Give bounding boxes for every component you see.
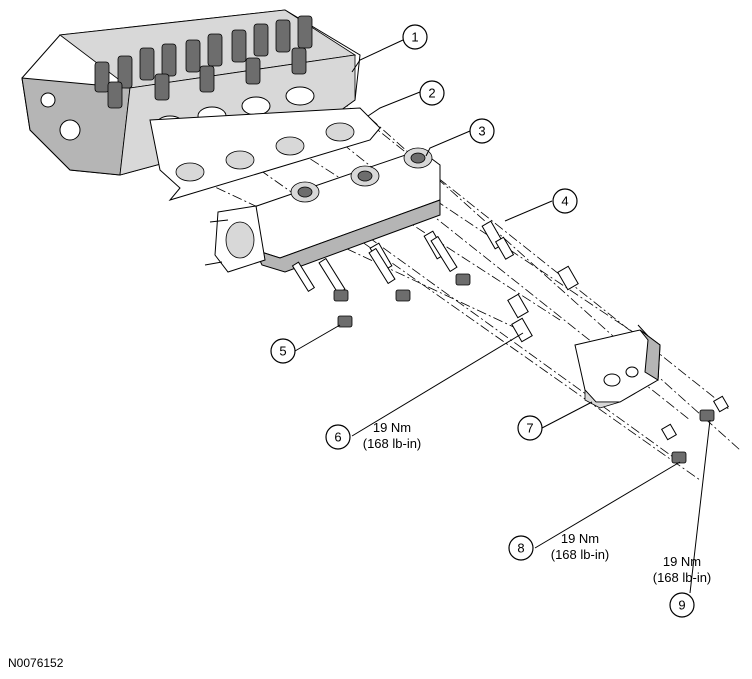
callout-6-number: 6 xyxy=(334,430,341,445)
torque-8-value: 19 Nm xyxy=(561,531,599,546)
torque-9-value: 19 Nm xyxy=(663,554,701,569)
callout-5: 5 xyxy=(270,338,296,364)
figure-id: N0076152 xyxy=(8,656,64,670)
torque-9-imperial: (168 lb-in) xyxy=(653,570,712,585)
leader-lines xyxy=(294,39,711,594)
callout-7: 7 xyxy=(517,415,543,441)
callout-9: 9 xyxy=(669,592,695,618)
spacers xyxy=(507,265,579,343)
callout-2-number: 2 xyxy=(428,86,435,101)
torque-spec-6: 19 Nm (168 lb-in) xyxy=(363,420,422,451)
callout-7-number: 7 xyxy=(526,421,533,436)
callout-8: 8 xyxy=(508,535,534,561)
callout-3: 3 xyxy=(469,118,495,144)
callout-1-number: 1 xyxy=(411,30,418,45)
torque-spec-8: 19 Nm (168 lb-in) xyxy=(551,531,610,562)
callout-8-number: 8 xyxy=(517,541,524,556)
callout-9-number: 9 xyxy=(678,598,685,613)
callout-5-number: 5 xyxy=(279,344,286,359)
heat-shield-bolts xyxy=(660,395,730,464)
torque-6-imperial: (168 lb-in) xyxy=(363,436,422,451)
callout-2: 2 xyxy=(419,80,445,106)
torque-spec-9: 19 Nm (168 lb-in) xyxy=(653,554,712,585)
callout-4-number: 4 xyxy=(561,194,568,209)
exhaust-manifold-gasket xyxy=(149,107,381,201)
torque-6-value: 19 Nm xyxy=(373,420,411,435)
callout-3-number: 3 xyxy=(478,124,485,139)
valve-springs xyxy=(94,15,313,109)
callout-4: 4 xyxy=(552,188,578,214)
manifold-bolts xyxy=(291,235,471,328)
callout-1: 1 xyxy=(402,24,428,50)
callout-6: 6 xyxy=(325,424,351,450)
exhaust-manifold xyxy=(204,147,441,273)
torque-8-imperial: (168 lb-in) xyxy=(551,547,610,562)
heat-shield xyxy=(574,324,661,409)
